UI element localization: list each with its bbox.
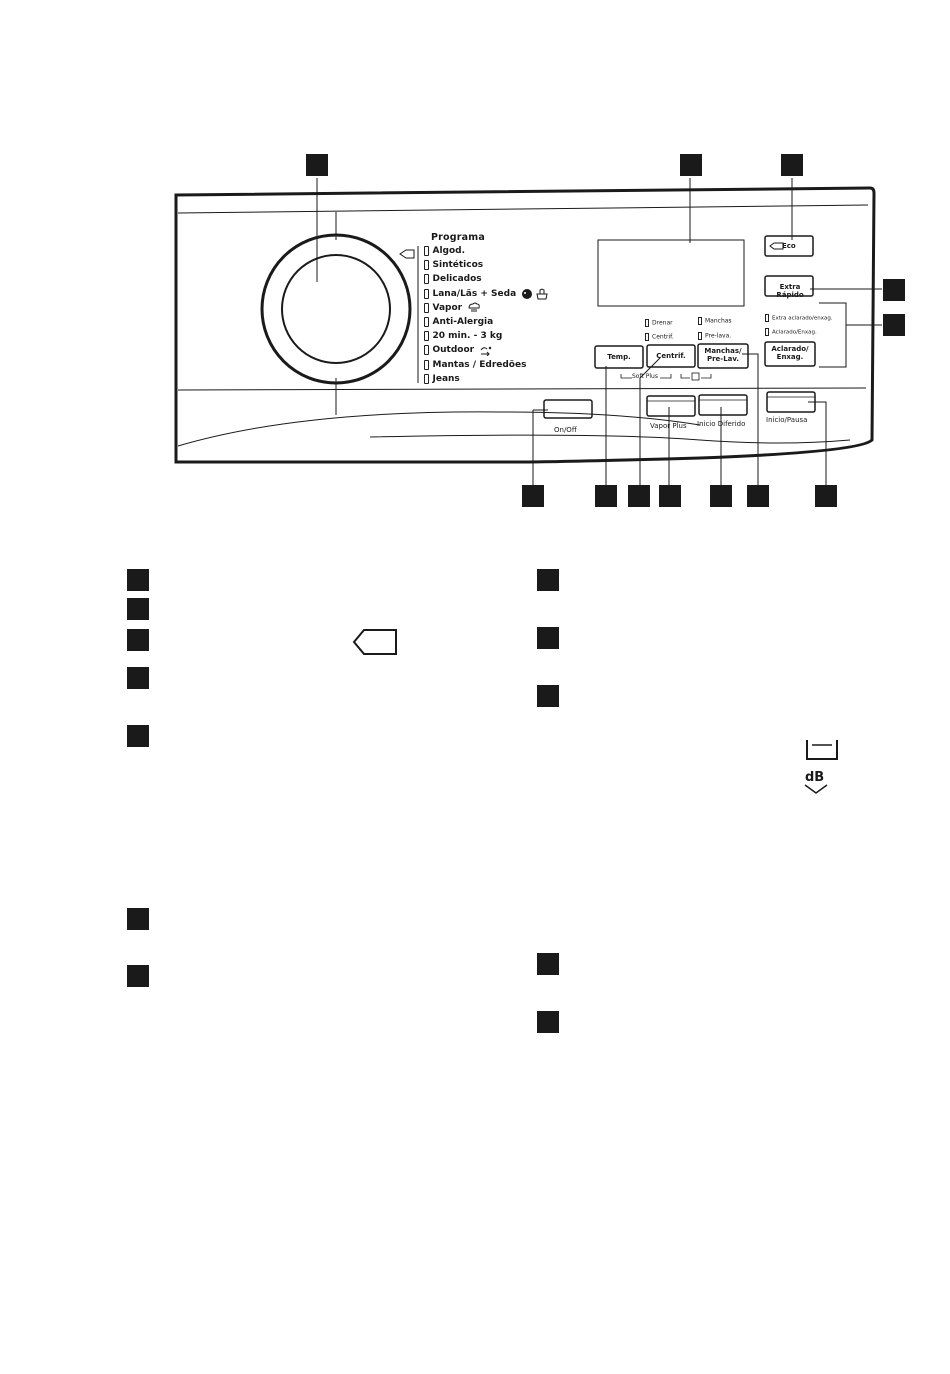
eco-tag-icon	[399, 249, 415, 259]
legend-marker	[127, 965, 149, 987]
program-item: Algod.	[424, 244, 564, 258]
legend-marker	[127, 725, 149, 747]
program-led	[424, 345, 429, 356]
program-item: Outdoor	[424, 343, 564, 357]
program-led	[424, 274, 429, 285]
steam-icon	[468, 302, 480, 313]
callout-marker-eco	[781, 154, 803, 176]
extra-rapido-button-shape	[764, 275, 814, 297]
program-item: Sintéticos	[424, 258, 564, 272]
program-list-title: Programa	[431, 232, 485, 243]
legend-marker	[537, 953, 559, 975]
program-led	[424, 373, 429, 384]
display-screen	[597, 239, 745, 307]
callout-marker-temp	[595, 485, 617, 507]
indicator-manchas: Manchas	[698, 317, 732, 325]
eco-button[interactable]: Eco	[782, 242, 796, 250]
program-item: Mantas / Edredões	[424, 358, 564, 372]
vapor-plus-button-shape	[646, 395, 696, 417]
wool-icon	[522, 289, 533, 300]
manchas-button[interactable]: Manchas/ Pre-Lav.	[704, 347, 742, 363]
db-down-icon: dB	[804, 770, 828, 794]
extra-rapido-button[interactable]: Extra Rápido	[776, 283, 804, 299]
indicator-extra-aclarado: Extra aclarado/enxag.	[765, 314, 833, 322]
callout-marker-centrif	[628, 485, 650, 507]
callout-marker-inicio-pausa	[815, 485, 837, 507]
callout-marker-display	[680, 154, 702, 176]
indicator-aclarado-enxag: Aclarado/Enxag.	[765, 328, 817, 336]
outdoor-icon	[480, 346, 492, 356]
legend-marker	[537, 1011, 559, 1033]
indicator-drenar: Drenar	[645, 319, 673, 327]
callout-marker-on-off	[522, 485, 544, 507]
panel-lower-curve	[369, 434, 851, 444]
panel-inner-line	[177, 204, 869, 214]
svg-text:dB: dB	[805, 770, 824, 785]
program-list: Programa Algod. Sintéticos Delicados Lan…	[424, 232, 564, 386]
inicio-diferido-label[interactable]: Inicio Diferido	[697, 420, 746, 428]
legend-marker	[127, 569, 149, 591]
soft-plus-label: Soft Plus	[632, 373, 658, 380]
program-led	[424, 260, 429, 271]
program-item: Vapor	[424, 301, 564, 315]
panel-curve	[177, 411, 701, 447]
program-dial-inner	[281, 254, 391, 364]
inicio-pausa-button-shape	[766, 391, 816, 413]
program-led	[424, 331, 429, 342]
legend-marker	[537, 685, 559, 707]
callout-marker-manchas	[747, 485, 769, 507]
legend-marker	[127, 598, 149, 620]
panel-outline	[174, 186, 876, 464]
program-led	[424, 317, 429, 328]
program-led	[424, 302, 429, 313]
program-led	[424, 246, 429, 257]
program-dial	[260, 233, 412, 385]
aclarado-button-shape	[764, 341, 816, 367]
panel-bottom-line	[177, 387, 867, 391]
callout-marker-extra-rapido	[883, 279, 905, 301]
inicio-pausa-label[interactable]: Inicio/Pausa	[766, 416, 808, 424]
water-tub-icon	[806, 740, 838, 760]
program-led	[424, 359, 429, 370]
program-item: Anti-Alergia	[424, 315, 564, 329]
legend-marker	[127, 908, 149, 930]
on-off-button-shape	[543, 399, 593, 419]
indicator-pre-lava: Pre-lava.	[698, 332, 731, 340]
legend-marker	[127, 667, 149, 689]
eco-button-shape	[764, 235, 814, 257]
temp-button[interactable]: Temp.	[607, 353, 631, 361]
callout-marker-inicio-diferido	[710, 485, 732, 507]
legend-marker	[127, 629, 149, 651]
program-item: Delicados	[424, 272, 564, 286]
centrif-button[interactable]: Centrif.	[656, 352, 686, 360]
legend-marker	[537, 627, 559, 649]
program-item: Lana/Lãs + Seda	[424, 287, 564, 301]
program-led	[424, 288, 429, 299]
eco-tag-icon	[352, 629, 397, 655]
callout-marker-vapor-plus	[659, 485, 681, 507]
program-item: 20 min. - 3 kg	[424, 329, 564, 343]
inicio-diferido-button-shape	[698, 394, 748, 416]
callout-marker-dial	[306, 154, 328, 176]
vapor-plus-label[interactable]: Vapor Plus	[650, 422, 687, 430]
callout-marker-aclarado	[883, 314, 905, 336]
temp-button-shape	[594, 345, 644, 369]
program-item: Jeans	[424, 372, 564, 386]
aclarado-button[interactable]: Aclarado/ Enxag.	[771, 345, 809, 361]
centrif-button-shape	[646, 344, 696, 368]
handwash-icon	[536, 288, 548, 300]
legend-marker	[537, 569, 559, 591]
on-off-label[interactable]: On/Off	[554, 426, 577, 434]
manchas-button-shape	[697, 343, 749, 369]
indicator-centrif: Centrif.	[645, 333, 674, 341]
